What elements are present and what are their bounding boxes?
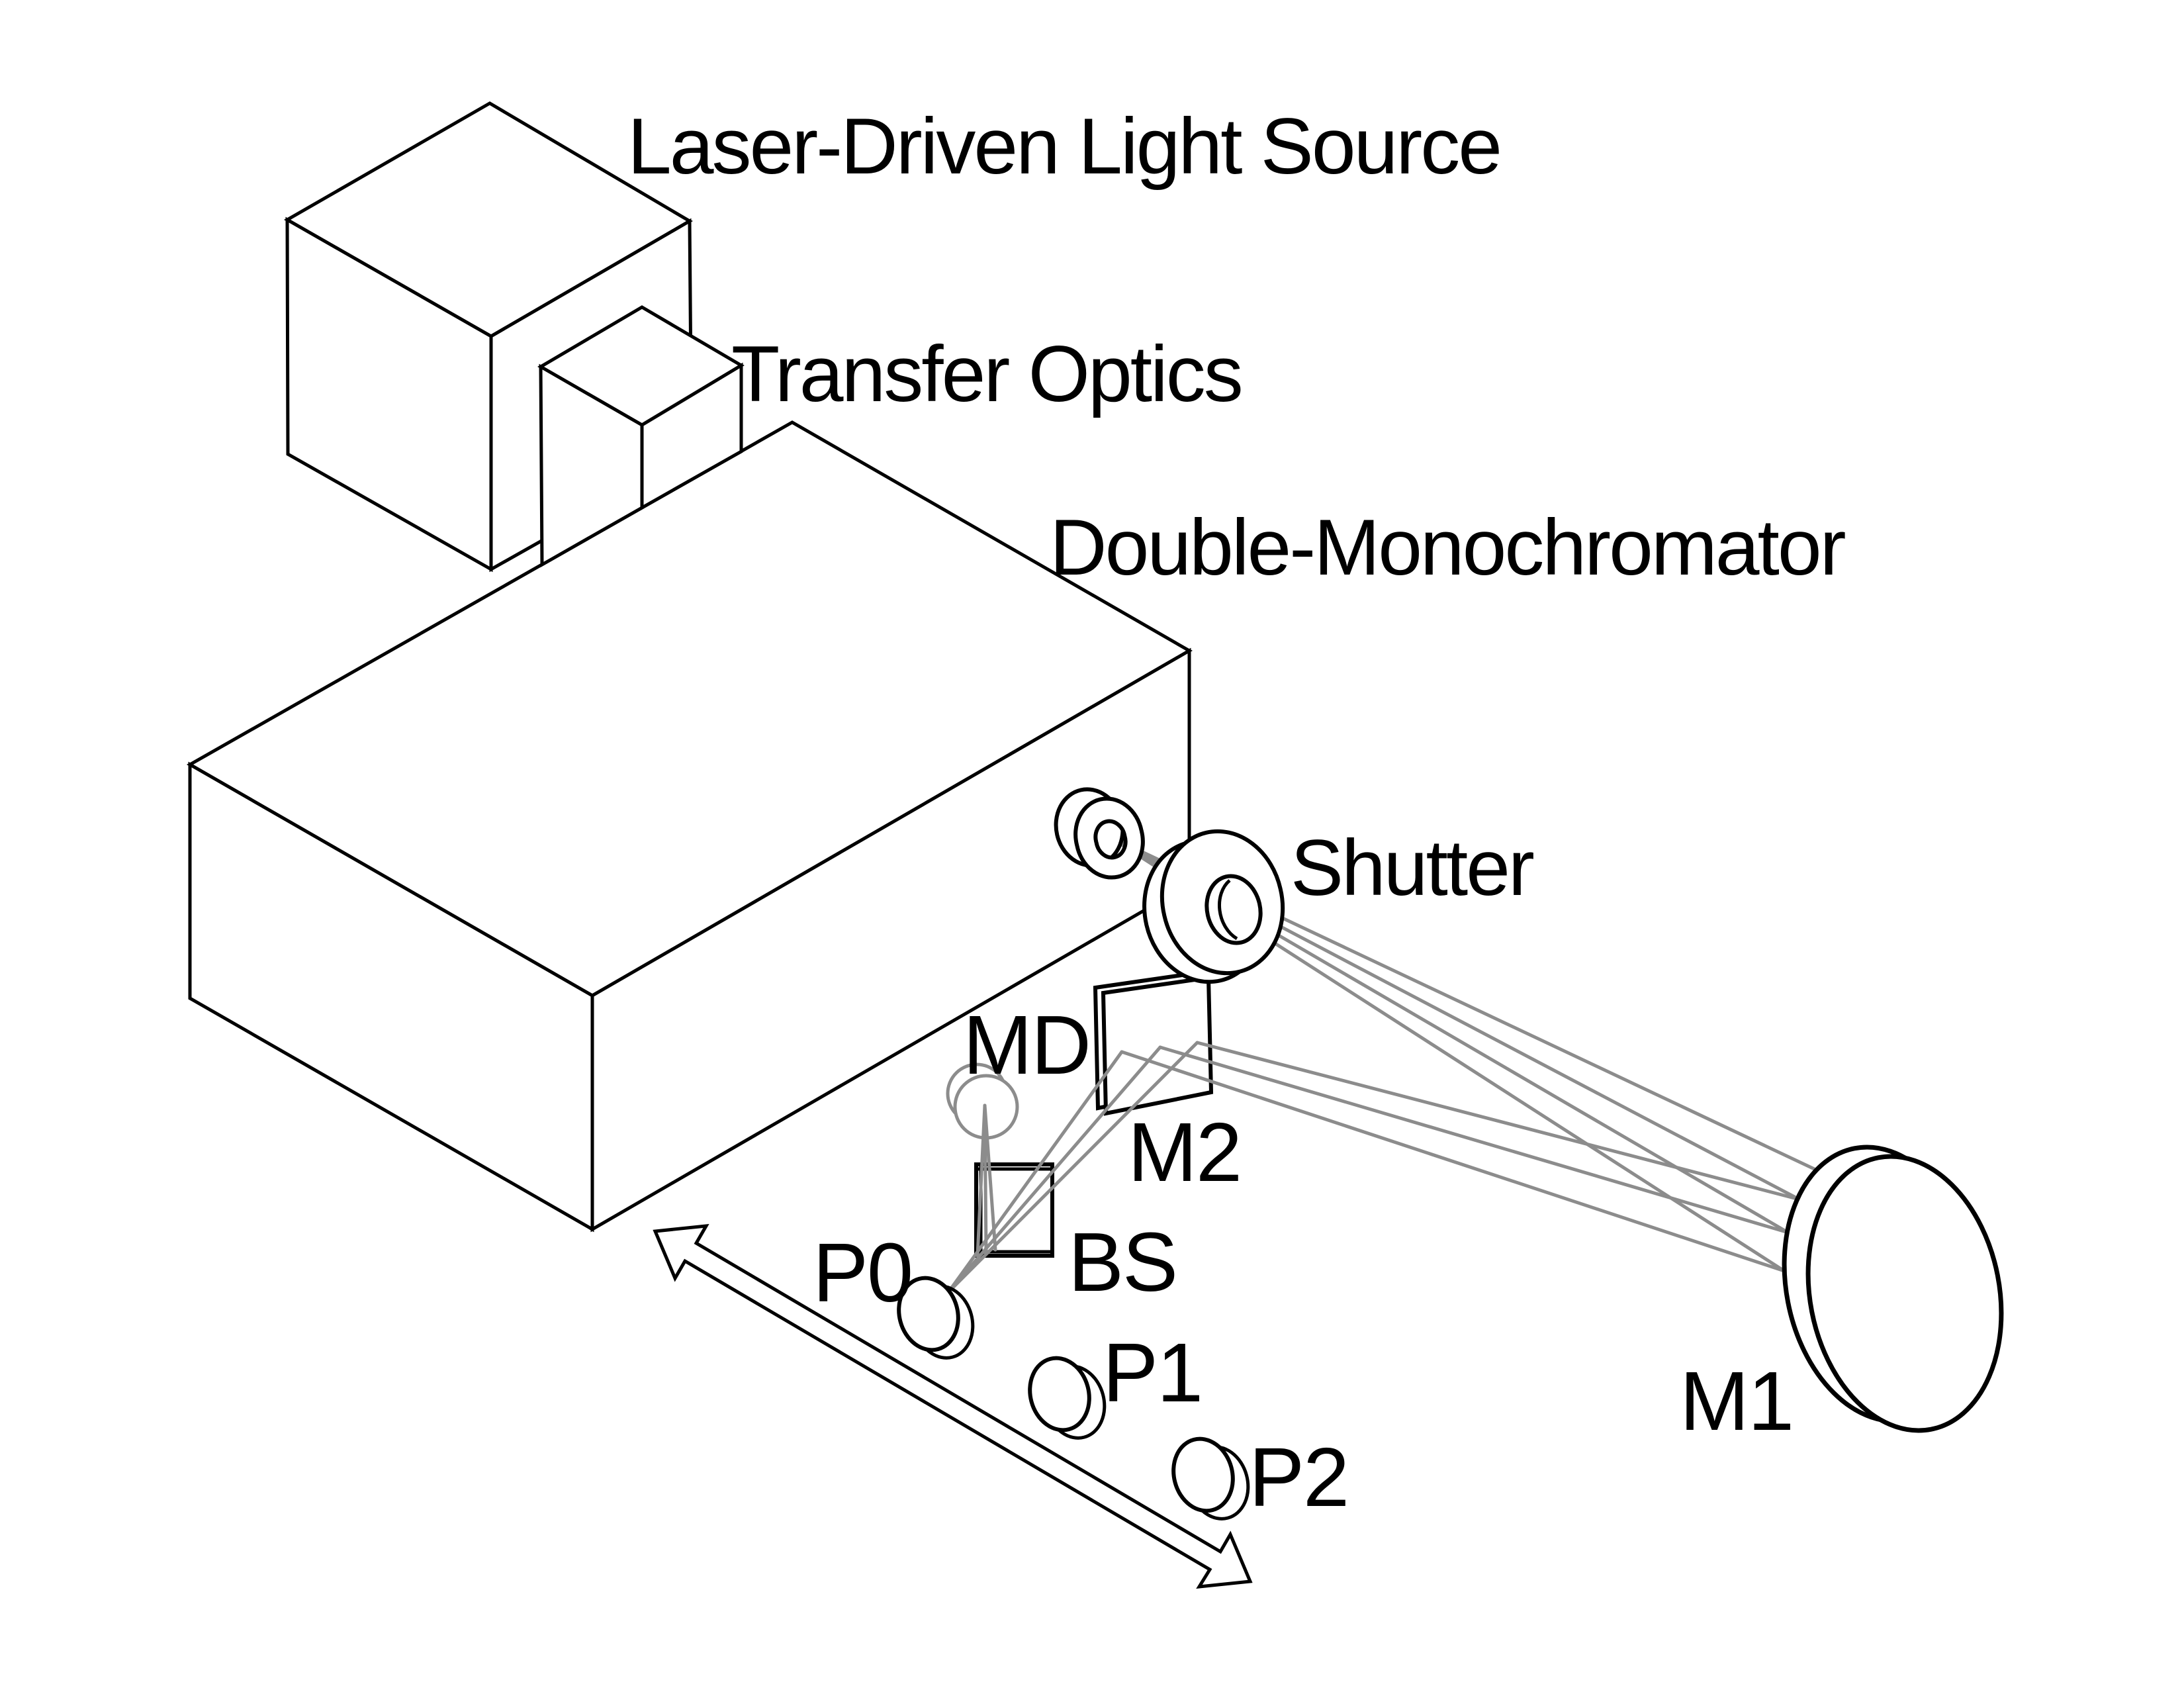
label-monitor-detector: MD — [963, 998, 1090, 1092]
shutter-hole-depth-arc — [1218, 879, 1238, 941]
beam-m1-to-m2-1 — [1195, 1041, 1801, 1201]
position-p1-face — [1028, 1356, 1091, 1432]
position-p2-face — [1171, 1436, 1235, 1513]
label-mirror-m2: M2 — [1128, 1105, 1241, 1199]
label-shutter: Shutter — [1291, 823, 1533, 912]
label-transfer-optics: Transfer Optics — [731, 330, 1242, 418]
position-p0-face — [897, 1276, 960, 1352]
label-position-p1: P1 — [1103, 1326, 1202, 1419]
beam-rays — [946, 833, 1822, 1294]
beam-bs-to-md-3 — [983, 1103, 997, 1252]
beam-m1-to-m2-3 — [1120, 1050, 1786, 1273]
shutter-ring — [1142, 829, 1285, 984]
translation-double-arrow — [653, 1224, 1253, 1589]
beam-m2-to-p0-1 — [946, 1041, 1199, 1294]
position-p2 — [1171, 1436, 1250, 1521]
beam-m1-to-m2-2 — [1158, 1045, 1790, 1235]
label-mirror-m1: M1 — [1680, 1354, 1793, 1448]
mirror-m1-face — [1805, 1154, 2004, 1433]
label-monochromator: Double-Monochromator — [1050, 503, 1845, 592]
exit-port-ring — [1073, 796, 1145, 880]
label-position-p0: P0 — [813, 1226, 912, 1319]
monochromator-box — [186, 420, 1193, 1233]
mirror-m2 — [1093, 970, 1214, 1116]
label-light-source: Laser-Driven Light Source — [627, 102, 1500, 191]
position-p1 — [1028, 1356, 1107, 1440]
shutter-front-ring — [1160, 829, 1285, 976]
exit-port — [1054, 787, 1145, 880]
beam-m2-to-p0-2 — [946, 1045, 1162, 1294]
transfer-optics-right-face — [640, 362, 743, 511]
transfer-optics-box — [537, 305, 745, 568]
mirror-m1 — [1782, 1145, 2004, 1433]
label-position-p2: P2 — [1249, 1430, 1348, 1524]
position-p0 — [897, 1276, 975, 1360]
label-beam-splitter: BS — [1068, 1215, 1177, 1309]
